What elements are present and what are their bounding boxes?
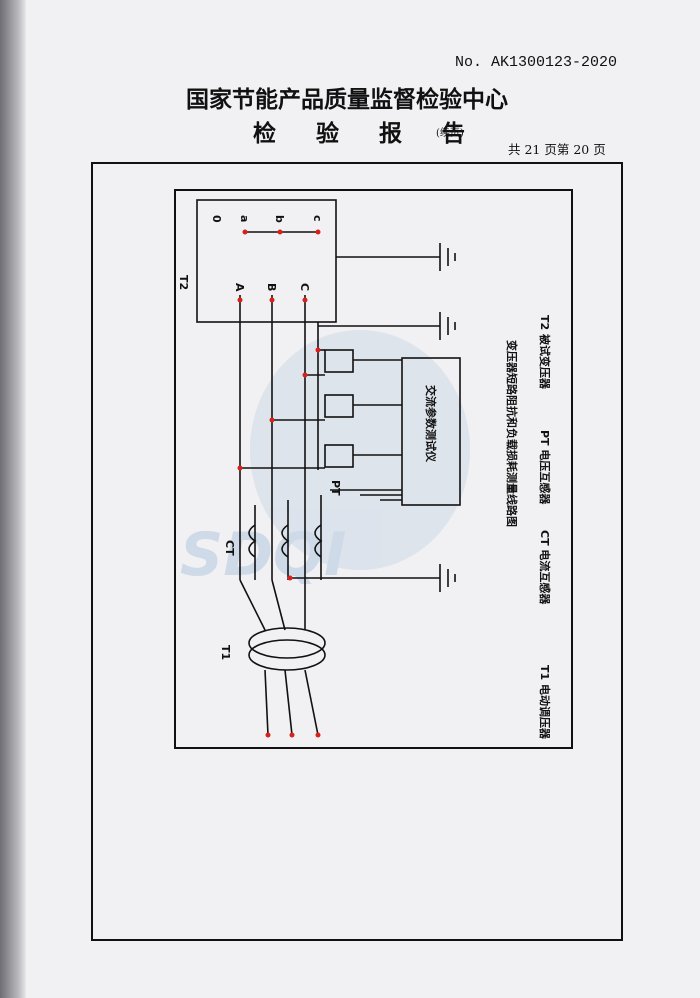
svg-text:A: A: [233, 283, 246, 292]
svg-text:交流参数测试仪: 交流参数测试仪: [424, 385, 438, 463]
page-info: 共 21 页第 20 页: [508, 142, 606, 157]
scan-shadow: [0, 0, 26, 998]
report-number: No. AK1300123-2020: [455, 54, 618, 71]
svg-text:CT: CT: [223, 540, 236, 556]
svg-text:C: C: [298, 283, 311, 291]
svg-text:T1: T1: [219, 645, 232, 660]
svg-text:PT 电压互感器: PT 电压互感器: [538, 430, 552, 505]
instrument-box: [401, 357, 461, 506]
svg-text:变压器短路阻抗和负载损耗测量线路图: 变压器短路阻抗和负载损耗测量线路图: [505, 340, 519, 527]
t2-box: [196, 199, 337, 323]
diagram-frame: [174, 189, 573, 749]
svg-text:a: a: [238, 215, 251, 222]
continued-label: (续页): [436, 128, 464, 139]
svg-text:PT: PT: [329, 480, 342, 496]
report-title: 检 验 报 告: [253, 121, 482, 147]
t1-coil: [248, 627, 326, 659]
svg-text:0: 0: [210, 215, 223, 223]
svg-text:CT 电流互感器: CT 电流互感器: [538, 530, 552, 605]
svg-text:T2: T2: [177, 275, 190, 290]
svg-text:B: B: [265, 283, 278, 291]
svg-text:T2 被试变压器: T2 被试变压器: [538, 315, 552, 390]
svg-text:T1 电动调压器: T1 电动调压器: [538, 665, 552, 740]
svg-text:b: b: [273, 215, 286, 223]
organization-title: 国家节能产品质量监督检验中心: [186, 87, 508, 113]
page-frame: [91, 162, 623, 941]
svg-text:c: c: [311, 215, 324, 222]
